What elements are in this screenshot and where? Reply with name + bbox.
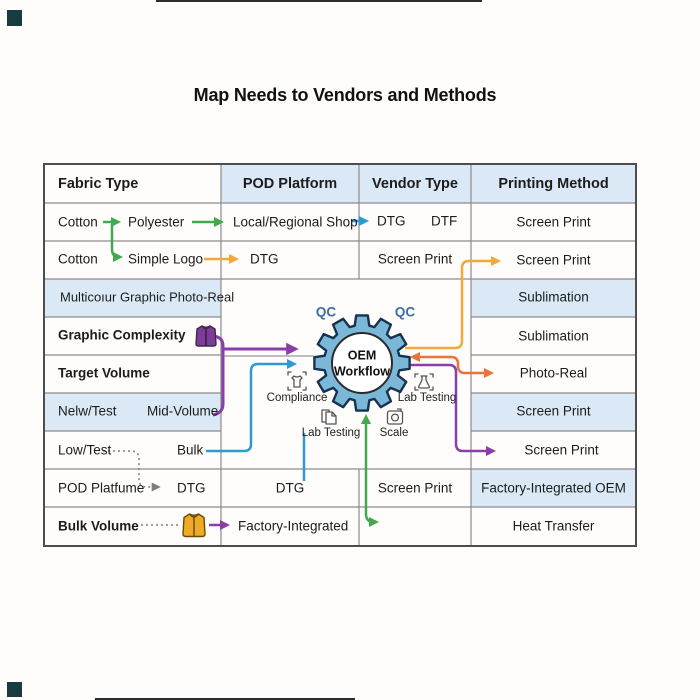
table-outer-border [43, 163, 637, 547]
corner-mark-bottom-left [7, 682, 22, 697]
table-grid [44, 164, 636, 546]
cell-pod-platfume: POD Platfume [58, 480, 145, 496]
cell-multicolour-graphic: Multicoıur Graphic Photo-Real [60, 289, 235, 305]
gear-label-workflow: Workflow [333, 364, 391, 379]
arrow-gear-to-screen-print-r2 [405, 256, 501, 350]
bottom-edge-line [95, 698, 355, 700]
cell-cotton-1: Cotton [58, 214, 98, 230]
lab-testing-right-label: Lab Testing [397, 392, 457, 404]
top-edge-line [156, 0, 482, 2]
cell-mid-volume: Mid-Volume [147, 403, 219, 419]
lab-testing-flask-icon [414, 373, 434, 391]
cell-print-r6: Screen Print [516, 403, 591, 419]
header-printing-method: Printing Method [498, 176, 609, 192]
cell-print-r9: Heat Transfer [512, 518, 595, 534]
cell-new-test: Nelw/Test [58, 403, 117, 419]
header-pod-platform: POD Platform [242, 176, 338, 192]
arrow-gear-photo-real [410, 352, 494, 378]
compliance-label: Compliance [266, 392, 328, 404]
scale-icon [386, 408, 404, 425]
cell-dtf-vendor: DTF [431, 213, 458, 229]
cell-screen-print-vendor-r8: Screen Print [377, 480, 453, 496]
cell-screen-print-vendor-r2: Screen Print [377, 251, 453, 267]
corner-mark-top-left [7, 10, 22, 26]
cell-print-r3: Sublimation [518, 289, 589, 305]
cell-dtg-pod-r2: DTG [250, 251, 279, 267]
lab-testing-documents-icon [321, 409, 337, 425]
cell-polyester: Polyester [128, 214, 185, 230]
cell-cotton-2: Cotton [58, 251, 98, 267]
cell-bulk: Bulk [177, 442, 204, 458]
cell-print-r8: Factory-Integrated OEM [481, 480, 626, 496]
oem-workflow-gear-icon [313, 314, 411, 412]
cell-graphic-complexity: Graphic Complexity [58, 327, 186, 343]
cell-dtg-pod-r8: DTG [275, 480, 305, 496]
table-blue-cells [44, 164, 636, 507]
lab-testing-bottom-label: Lab Testing [301, 427, 361, 439]
cell-print-r5: Photo-Real [519, 365, 588, 381]
qc-label-left: QC [315, 304, 337, 320]
arrow-cotton-to-simple-logo [110, 224, 123, 262]
dotted-arrow-lowtest-to-dtg [103, 450, 161, 492]
gear-label-oem: OEM [347, 348, 377, 363]
arrow-gear-to-screen-print-r7 [405, 363, 496, 456]
cell-bulk-volume: Bulk Volume [58, 518, 139, 534]
cell-low-test: Low/Test [58, 442, 112, 458]
cell-print-r4: Sublimation [518, 328, 589, 344]
cell-local-regional-shop: Local/Regional Shop [233, 214, 358, 230]
purple-jacket-icon [195, 325, 217, 347]
header-vendor-type: Vendor Type [372, 176, 458, 192]
arrow-gear-bottom-green [361, 414, 379, 527]
cell-print-r7: Screen Print [524, 442, 599, 458]
scale-label: Scale [379, 427, 409, 439]
cell-print-r2: Screen Print [516, 252, 591, 268]
page-title: Map Needs to Vendors and Methods [193, 85, 497, 105]
purple-brace [212, 334, 225, 417]
compliance-icon [287, 371, 307, 391]
cell-target-volume: Target Volume [58, 365, 150, 381]
cell-dtg-vendor: DTG [377, 213, 406, 229]
cell-factory-integrated: Factory-Integrated [238, 518, 349, 534]
cell-print-r1: Screen Print [516, 214, 591, 230]
yellow-jacket-icon [182, 513, 206, 538]
header-fabric-type: Fabric Type [58, 176, 139, 192]
arrow-bulk-to-gear [206, 359, 297, 453]
qc-label-right: QC [394, 304, 416, 320]
cell-dtg-fabric: DTG [177, 480, 206, 496]
cell-simple-logo: Simple Logo [128, 251, 204, 267]
